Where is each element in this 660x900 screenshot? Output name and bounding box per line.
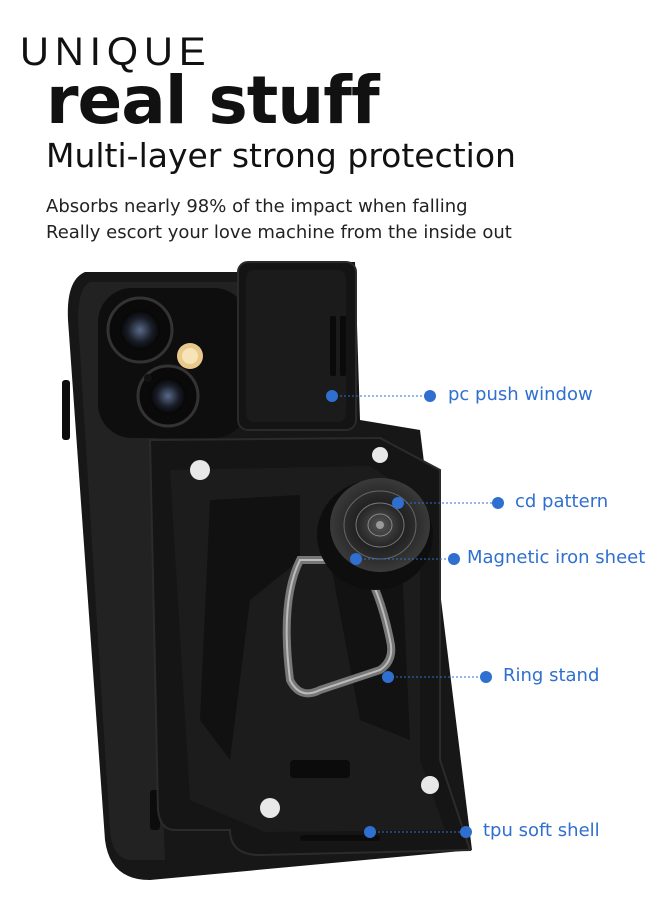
callout-magnetic-iron-sheet: Magnetic iron sheet <box>467 547 646 568</box>
callout-cd-pattern: cd pattern <box>515 491 609 512</box>
cd-pattern-disc <box>317 478 433 590</box>
camera-module <box>98 288 248 438</box>
description-line-1: Absorbs nearly 98% of the impact when fa… <box>46 196 468 217</box>
page-subtitle: Multi-layer strong protection <box>46 136 516 175</box>
ring-stand <box>282 556 396 698</box>
callout-pc-push-window: pc push window <box>448 384 593 405</box>
page-title: real stuff <box>46 62 380 139</box>
callout-tpu-soft-shell: tpu soft shell <box>483 820 600 841</box>
callout-leaders <box>326 390 504 838</box>
pc-push-window <box>237 261 357 431</box>
description-line-2: Really escort your love machine from the… <box>46 222 512 243</box>
brand-logo: UNIQUE <box>20 30 212 74</box>
callout-ring-stand: Ring stand <box>503 665 600 686</box>
